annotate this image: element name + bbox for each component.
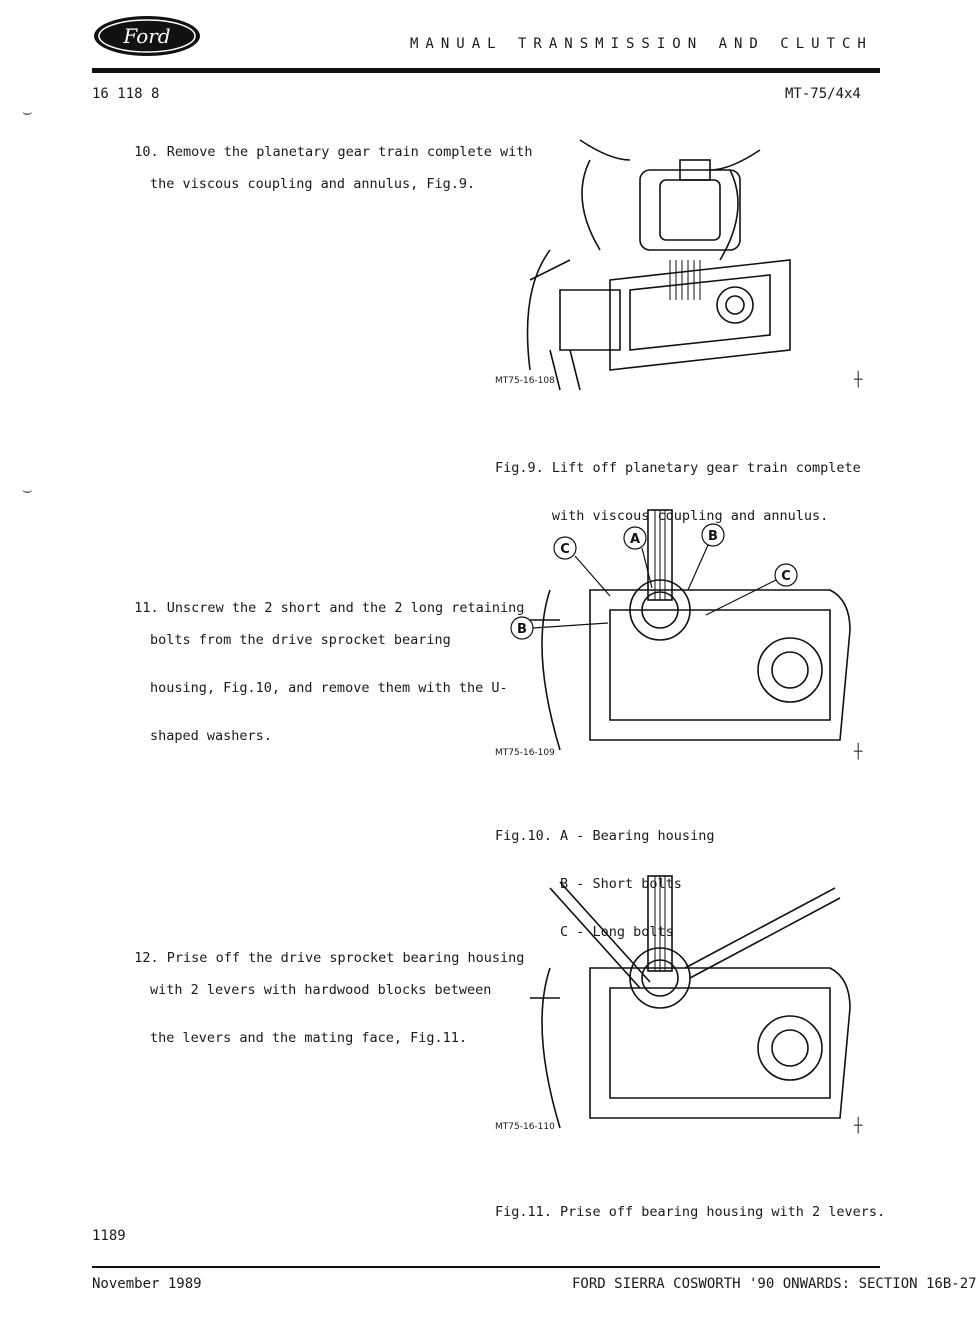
figure-11-caption: Fig.11. Prise off bearing housing with 2… [495, 1172, 885, 1236]
caption-line: with viscous coupling and annulus. [495, 508, 829, 524]
figure-11-illustration [530, 875, 851, 1129]
step-number: 10. [134, 144, 159, 160]
binder-mark: ⌣ [22, 102, 33, 121]
callout-label: B [517, 622, 527, 637]
reference-tick: ┼ [854, 744, 863, 760]
step-line: Remove the planetary gear train complete… [166, 144, 533, 160]
callout-label: A [630, 532, 640, 547]
step-line: with 2 levers with hardwood blocks betwe… [150, 982, 492, 998]
reference-tick: ┼ [854, 1118, 863, 1134]
step-number: 11. [134, 600, 159, 616]
step-12: 12. Prise off the drive sprocket bearing… [118, 934, 524, 1062]
step-11: 11. Unscrew the 2 short and the 2 long r… [118, 584, 524, 760]
doc-number: 16 118 8 [92, 86, 160, 102]
header-title: MANUAL TRANSMISSION AND CLUTCH [410, 36, 873, 52]
model-code: MT-75/4x4 [785, 86, 861, 102]
figure-ref: MT75-16-108 [495, 376, 555, 386]
figure-10-illustration: C A B C B [510, 509, 851, 751]
caption-line: Fig.10. A - Bearing housing [495, 828, 715, 844]
figure-ref: MT75-16-109 [495, 748, 555, 758]
callout-label: C [781, 569, 791, 584]
step-number: 12. [134, 950, 159, 966]
reference-tick: ┼ [854, 372, 863, 388]
step-line: Unscrew the 2 short and the 2 long retai… [166, 600, 525, 616]
caption-line: Fig.9. Lift off planetary gear train com… [495, 460, 861, 476]
step-line: Prise off the drive sprocket bearing hou… [166, 950, 525, 966]
binder-mark: ⌣ [22, 480, 33, 499]
step-line: housing, Fig.10, and remove them with th… [150, 680, 508, 696]
figure-9-illustration [526, 139, 791, 391]
callout-label: C [560, 542, 570, 557]
logo-text: Ford [122, 24, 170, 48]
step-line: bolts from the drive sprocket bearing [150, 632, 451, 648]
figure-9-caption: Fig.9. Lift off planetary gear train com… [495, 428, 861, 540]
footer-rule [92, 1266, 880, 1268]
step-line: shaped washers. [150, 728, 272, 744]
page-number: 1189 [92, 1228, 126, 1244]
caption-line: Fig.11. Prise off bearing housing with 2… [495, 1204, 886, 1220]
step-10: 10. Remove the planetary gear train comp… [118, 128, 533, 208]
footer-date: November 1989 [92, 1276, 202, 1292]
figure-ref: MT75-16-110 [495, 1122, 555, 1132]
step-line: the viscous coupling and annulus, Fig.9. [150, 176, 476, 192]
step-line: the levers and the mating face, Fig.11. [150, 1030, 467, 1046]
footer-section: FORD SIERRA COSWORTH '90 ONWARDS: SECTIO… [572, 1276, 977, 1292]
callout-label: B [708, 529, 718, 544]
ford-logo: Ford [94, 16, 200, 56]
header-rule [92, 68, 880, 73]
